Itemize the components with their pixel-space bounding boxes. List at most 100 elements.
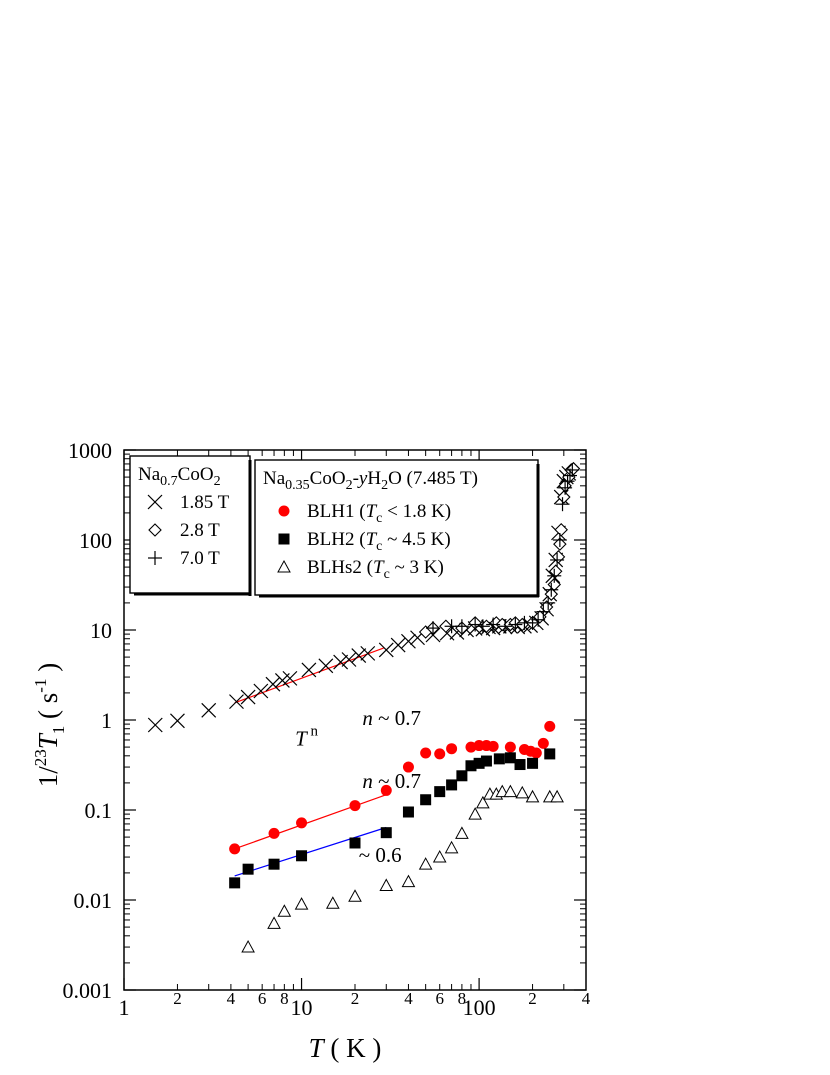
data-point-s70 xyxy=(547,568,562,583)
data-point-blh1 xyxy=(487,740,499,752)
data-point-s70 xyxy=(475,619,490,634)
legend-na07-box xyxy=(129,455,251,594)
legend-marker-square xyxy=(278,533,290,545)
data-point-blhs2 xyxy=(444,840,459,854)
y-tick-label: 1000 xyxy=(68,438,112,463)
fit-blh1 xyxy=(234,794,387,850)
x-tick-label: 1 xyxy=(119,995,130,1020)
fit-blh2 xyxy=(234,826,387,877)
data-point-s185 xyxy=(240,689,256,705)
x-tick-label: 10 xyxy=(291,995,313,1020)
data-point-blh2 xyxy=(456,770,468,782)
data-point-s70 xyxy=(525,615,540,630)
data-point-blh1 xyxy=(504,741,516,753)
y-tick-label: 1 xyxy=(101,708,112,733)
data-point-blh1 xyxy=(402,761,414,773)
data-point-s185 xyxy=(282,670,298,686)
x-minor-tick-label: 8 xyxy=(458,989,467,1008)
data-point-s185 xyxy=(390,637,406,653)
series-blh2 xyxy=(229,748,556,889)
data-point-blhs2 xyxy=(515,785,530,799)
annotation-n06: ~ 0.6 xyxy=(359,843,402,867)
x-minor-tick-label: 2 xyxy=(528,989,537,1008)
legend-label: BLHs2 (Tc ~ 3 K) xyxy=(307,557,444,582)
data-point-s185 xyxy=(378,642,394,658)
data-point-blh2 xyxy=(296,850,308,862)
annotations: n ~ 0.7T nn ~ 0.7~ 0.6 xyxy=(295,706,421,867)
data-point-s70 xyxy=(565,462,580,477)
data-point-blhs2 xyxy=(294,897,309,910)
data-point-blhs2 xyxy=(418,857,433,870)
legend-label: 2.8 T xyxy=(180,520,220,541)
data-point-s70 xyxy=(468,617,483,632)
data-point-blhs2 xyxy=(550,789,564,803)
data-point-s185 xyxy=(401,633,416,649)
y-tick-label: 0.01 xyxy=(74,888,113,913)
data-point-s185 xyxy=(170,713,185,729)
data-point-s185 xyxy=(147,717,163,733)
legend-marker-triangle xyxy=(277,559,291,573)
data-point-s70 xyxy=(454,619,469,634)
data-point-blh1 xyxy=(229,843,241,855)
data-point-blhs2 xyxy=(468,807,482,820)
x-minor-tick-label: 6 xyxy=(435,989,444,1008)
legend-label: 1.85 T xyxy=(180,492,230,513)
data-point-blhs2 xyxy=(241,940,255,953)
data-point-s70 xyxy=(508,617,523,632)
data-point-s70 xyxy=(544,582,559,597)
data-point-blh2 xyxy=(504,752,516,764)
data-points xyxy=(147,461,581,953)
data-point-blh1 xyxy=(446,743,458,755)
data-point-blhs2 xyxy=(267,916,281,929)
data-point-s185 xyxy=(201,702,217,718)
annotation-n07-top: n ~ 0.7 xyxy=(362,706,421,730)
data-point-blhs2 xyxy=(525,789,540,803)
data-point-blhs2 xyxy=(476,795,490,809)
y-tick-label: 0.1 xyxy=(85,798,113,823)
data-point-s70 xyxy=(558,480,573,495)
legend-marker-circle xyxy=(278,505,290,517)
data-point-blh1 xyxy=(537,737,549,749)
data-point-blhs2 xyxy=(455,826,469,839)
data-point-blh2 xyxy=(380,827,392,839)
data-point-blhs2 xyxy=(432,850,447,863)
annotation-tn: T n xyxy=(295,724,318,751)
data-point-blh2 xyxy=(402,806,414,818)
x-tick-label: 100 xyxy=(463,995,496,1020)
data-point-blhs2 xyxy=(348,889,362,902)
data-point-s70 xyxy=(536,604,551,619)
data-point-s70 xyxy=(486,617,501,632)
data-point-blh2 xyxy=(544,748,556,760)
data-point-s185 xyxy=(253,683,269,699)
data-point-blh1 xyxy=(268,827,280,839)
data-point-s70 xyxy=(560,474,575,489)
data-point-blh2 xyxy=(493,753,505,765)
data-point-blh1 xyxy=(434,748,446,760)
fit-lines xyxy=(234,647,387,877)
data-point-blhs2 xyxy=(379,878,394,891)
data-point-s28 xyxy=(548,564,563,578)
data-point-blh2 xyxy=(349,837,361,849)
legend-na07-title: Na0.7CoO2 xyxy=(138,464,221,489)
data-point-blh1 xyxy=(530,747,542,759)
x-minor-tick-label: 8 xyxy=(280,989,289,1008)
data-point-s70 xyxy=(498,619,513,634)
data-point-s70 xyxy=(550,552,565,567)
series-blhs2 xyxy=(241,784,564,953)
data-point-blh2 xyxy=(242,863,254,875)
legend-marker-diamond xyxy=(148,523,162,537)
data-point-blh2 xyxy=(229,877,241,889)
legend-na035: Na0.35CoO2-yH2O (7.485 T)BLH1 (Tc < 1.8 … xyxy=(254,459,540,598)
data-point-blh2 xyxy=(473,757,485,769)
data-point-blhs2 xyxy=(401,874,416,888)
y-tick-label: 10 xyxy=(90,618,112,643)
x-minor-tick-label: 6 xyxy=(258,989,267,1008)
data-point-s185 xyxy=(265,676,281,692)
data-point-s185 xyxy=(341,652,357,667)
fit-top xyxy=(234,647,384,704)
data-point-blh2 xyxy=(527,757,539,769)
data-point-blh1 xyxy=(380,784,392,796)
